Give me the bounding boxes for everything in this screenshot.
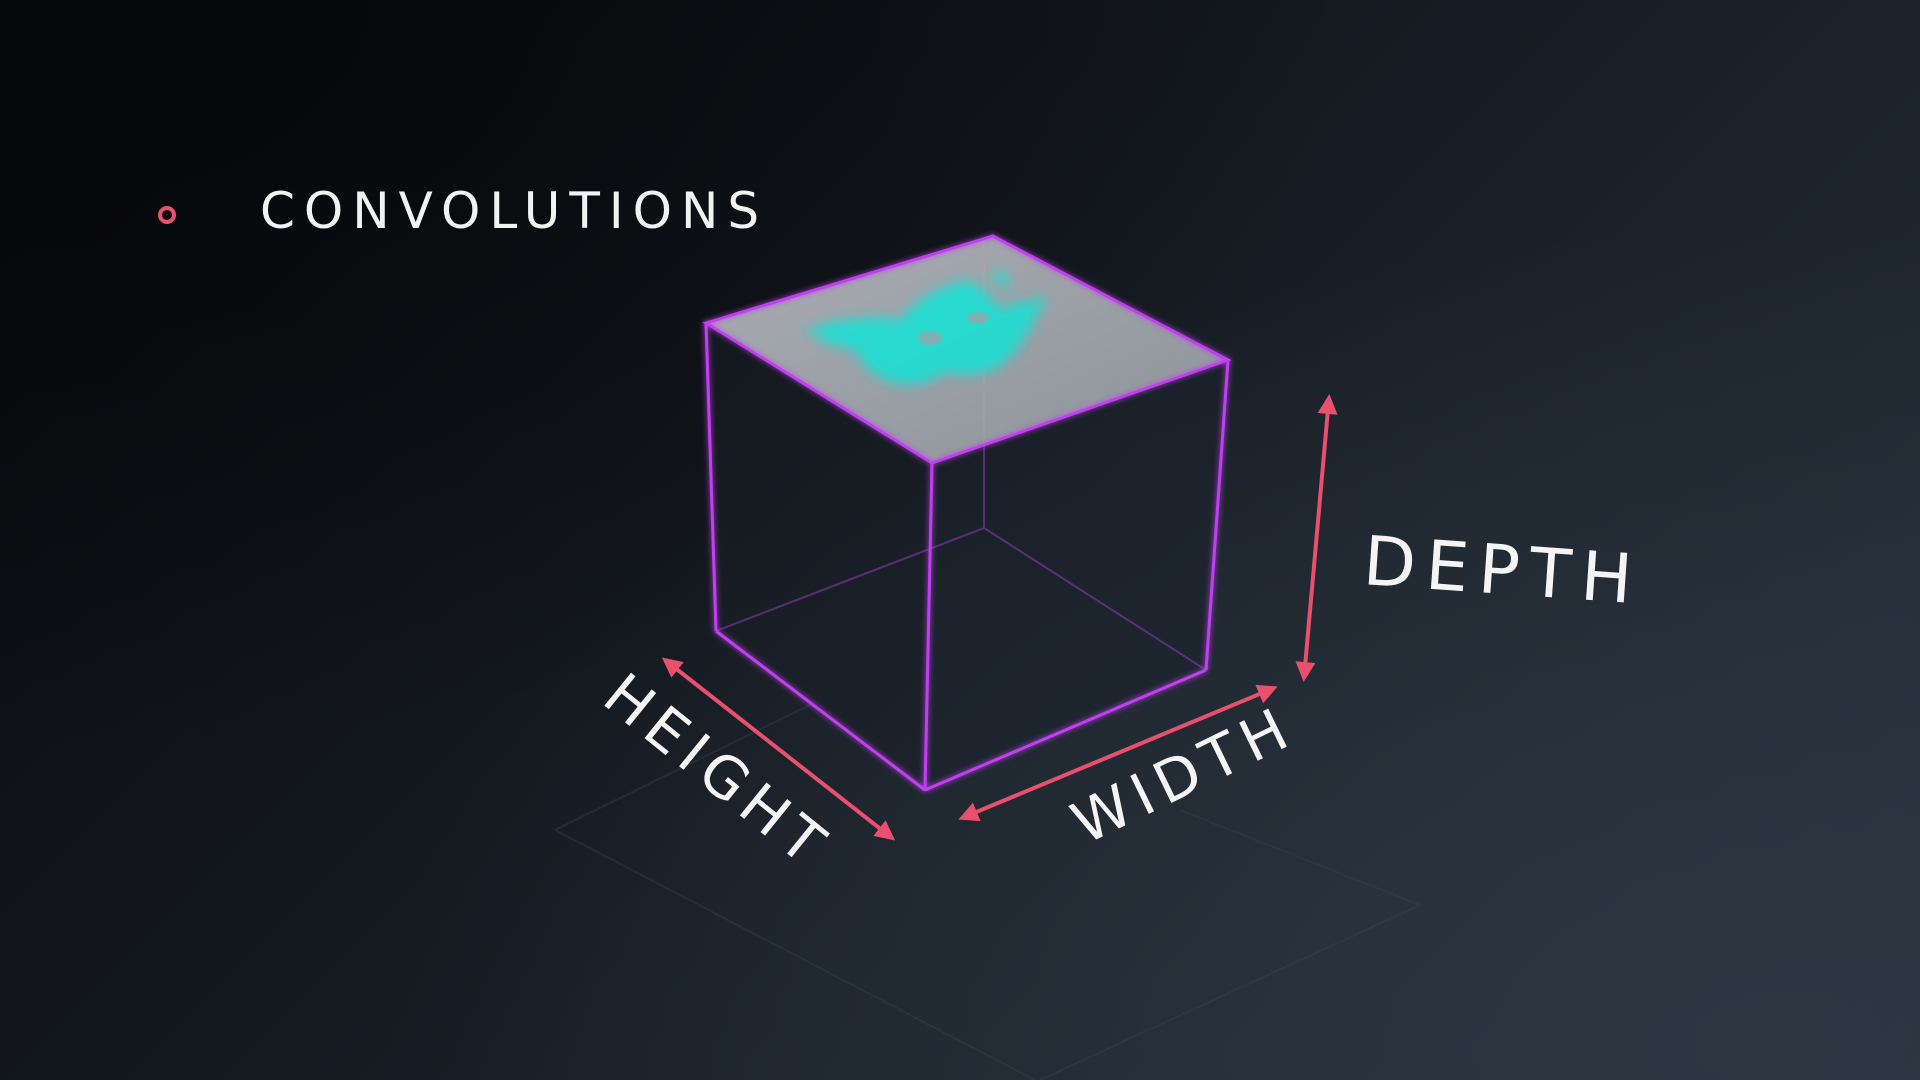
cat-face-icon-detail bbox=[918, 312, 989, 345]
circle-bullet-icon bbox=[158, 206, 176, 224]
cube-right-face bbox=[925, 360, 1228, 790]
depth-label: DEPTH bbox=[1361, 522, 1645, 620]
depth-arrow-icon bbox=[1295, 394, 1338, 682]
width-arrow-icon bbox=[958, 684, 1278, 822]
cat-face-icon bbox=[806, 268, 1048, 385]
height-arrow-icon bbox=[661, 657, 896, 841]
cube bbox=[702, 234, 1232, 792]
slide-title: CONVOLUTIONS bbox=[260, 182, 769, 240]
